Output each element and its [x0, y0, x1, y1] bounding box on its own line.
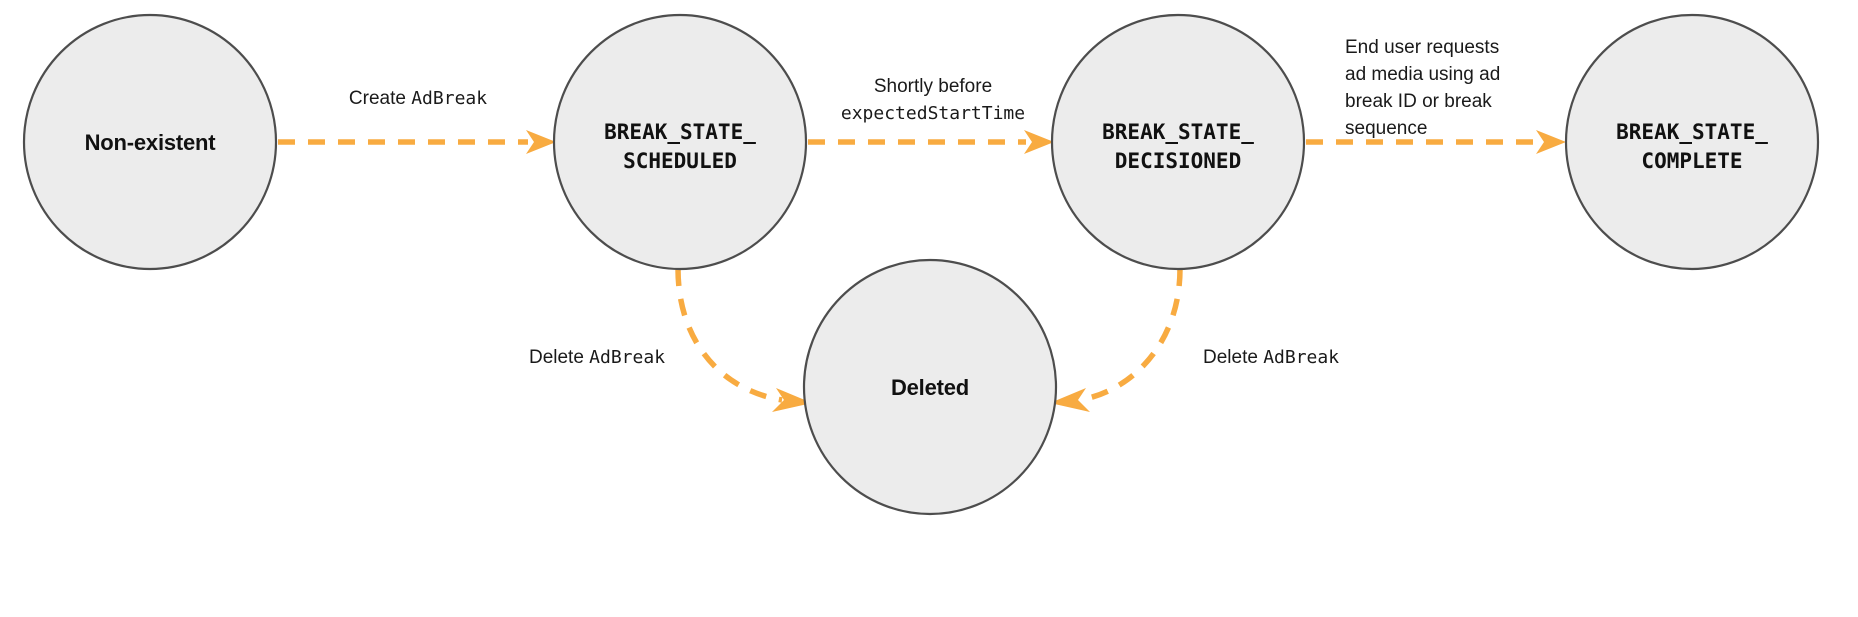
- edge-shortly-before-arrowhead: [1024, 130, 1054, 154]
- edge-create-adbreak-arrowhead: [526, 130, 556, 154]
- edge-shortly-before-label-line2: expectedStartTime: [841, 103, 1025, 124]
- edge-delete-scheduled-label: Delete AdBreak: [529, 347, 665, 368]
- edge-delete-decisioned-label: Delete AdBreak: [1203, 347, 1339, 368]
- node-break-state-decisioned-shape[interactable]: [1050, 13, 1306, 271]
- edge-end-user-requests-arrowhead: [1536, 130, 1566, 154]
- node-break-state-complete[interactable]: BREAK_STATE_ COMPLETE: [1564, 13, 1820, 271]
- edge-delete-adbreak-from-scheduled: Delete AdBreak: [529, 268, 812, 412]
- edge-end-user-label-line2: ad media using ad: [1345, 64, 1500, 85]
- edge-delete-decisioned-label-sans: Delete: [1203, 347, 1263, 368]
- edge-create-adbreak-label-sans: Create: [349, 88, 411, 109]
- edge-end-user-requests: End user requests ad media using ad brea…: [1306, 37, 1566, 154]
- edge-delete-scheduled-arrowhead: [772, 388, 812, 412]
- edge-delete-scheduled-label-sans: Delete: [529, 347, 589, 368]
- node-non-existent[interactable]: Non-existent: [22, 13, 278, 271]
- edge-delete-scheduled-line: [675, 268, 783, 403]
- edge-shortly-before-label-line1: Shortly before: [874, 76, 992, 97]
- node-non-existent-label: Non-existent: [85, 130, 217, 155]
- node-break-state-decisioned-label-line2: DECISIONED: [1115, 149, 1241, 173]
- edge-end-user-label-line1: End user requests: [1345, 37, 1499, 58]
- edge-shortly-before-expectedstarttime: Shortly before expectedStartTime: [808, 76, 1054, 154]
- edge-create-adbreak-label-mono: AdBreak: [411, 88, 487, 109]
- edge-end-user-label-line4: sequence: [1345, 118, 1427, 139]
- node-non-existent-shape[interactable]: [22, 13, 278, 271]
- edge-delete-decisioned-arrowhead: [1050, 388, 1090, 412]
- node-break-state-decisioned-label-line1: BREAK_STATE_: [1102, 120, 1254, 144]
- edge-delete-scheduled-label-mono: AdBreak: [589, 347, 665, 368]
- node-deleted[interactable]: Deleted: [802, 258, 1058, 516]
- node-deleted-shape[interactable]: [802, 258, 1058, 516]
- node-break-state-complete-label-line2: COMPLETE: [1641, 149, 1742, 173]
- edge-end-user-label-line3: break ID or break: [1345, 91, 1492, 112]
- node-break-state-scheduled[interactable]: BREAK_STATE_ SCHEDULED: [552, 13, 808, 271]
- node-deleted-label: Deleted: [891, 375, 969, 400]
- node-break-state-scheduled-label-line2: SCHEDULED: [623, 149, 737, 173]
- edge-create-adbreak-label: Create AdBreak: [349, 88, 487, 109]
- node-break-state-scheduled-label-line1: BREAK_STATE_: [604, 120, 756, 144]
- node-break-state-decisioned[interactable]: BREAK_STATE_ DECISIONED: [1050, 13, 1306, 271]
- edge-delete-decisioned-label-mono: AdBreak: [1263, 347, 1339, 368]
- node-break-state-complete-label-line1: BREAK_STATE_: [1616, 120, 1768, 144]
- node-break-state-scheduled-shape[interactable]: [552, 13, 808, 271]
- edge-create-adbreak: Create AdBreak: [278, 88, 556, 154]
- edge-delete-decisioned-line: [1079, 268, 1183, 403]
- edge-delete-adbreak-from-decisioned: Delete AdBreak: [1050, 268, 1339, 412]
- node-break-state-complete-shape[interactable]: [1564, 13, 1820, 271]
